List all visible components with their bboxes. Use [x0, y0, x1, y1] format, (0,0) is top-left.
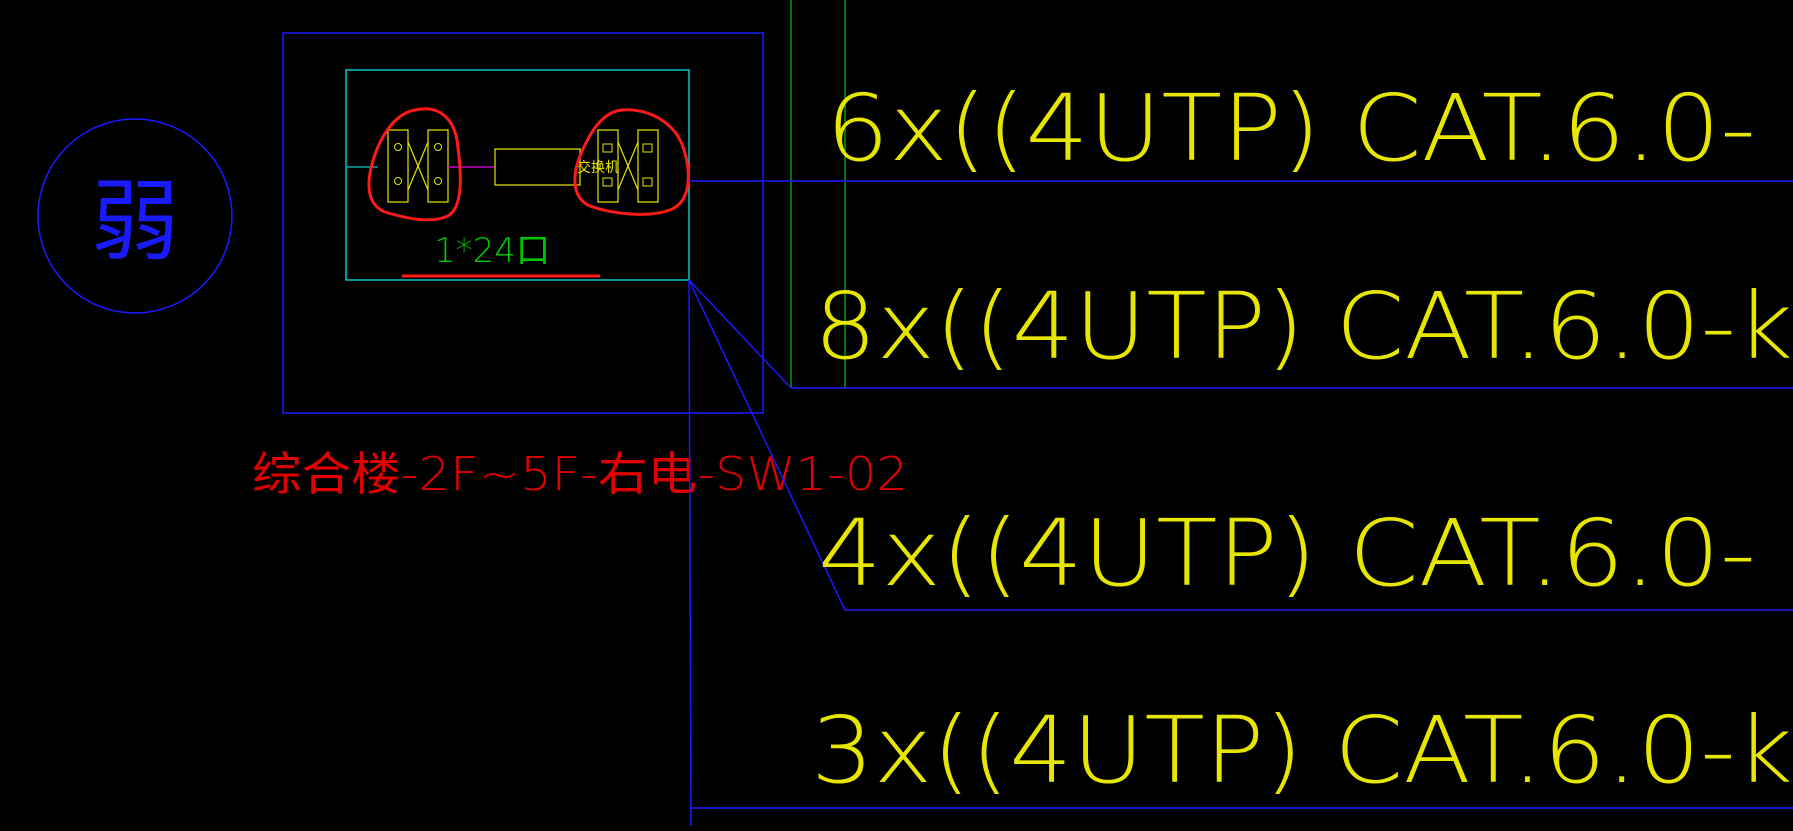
cabinet-caption: 综合楼-2F~5F-右电-SW1-02 [252, 447, 908, 501]
weak-current-circle-icon [37, 118, 233, 314]
cable-label-3: 4x((4UTP) CAT.6.0- [818, 500, 1756, 607]
patch-module-left [387, 129, 409, 203]
patch-module-right [597, 129, 619, 203]
markup-circle-left [367, 107, 462, 222]
switch-box [494, 148, 581, 186]
switch-label: 交换机 [577, 159, 619, 176]
weak-current-symbol: 弱 [37, 118, 233, 314]
weak-current-char: 弱 [91, 170, 179, 273]
cable-label-1: 6x((4UTP) CAT.6.0- [826, 75, 1756, 182]
port-count-label: 1*24口 [434, 231, 550, 271]
markup-circle-right [573, 108, 690, 216]
markup-annotations [367, 107, 690, 278]
cable-label-2: 8x((4UTP) CAT.6.0-k [814, 273, 1793, 380]
cable-labels: 6x((4UTP) CAT.6.0- 8x((4UTP) CAT.6.0-k 4… [811, 75, 1793, 804]
cable-label-4: 3x((4UTP) CAT.6.0-k [811, 697, 1793, 804]
cabinet-outer-frame [282, 32, 764, 414]
cable-routing [688, 180, 1793, 827]
patch-panel-diagram: 交换机 [347, 129, 659, 203]
